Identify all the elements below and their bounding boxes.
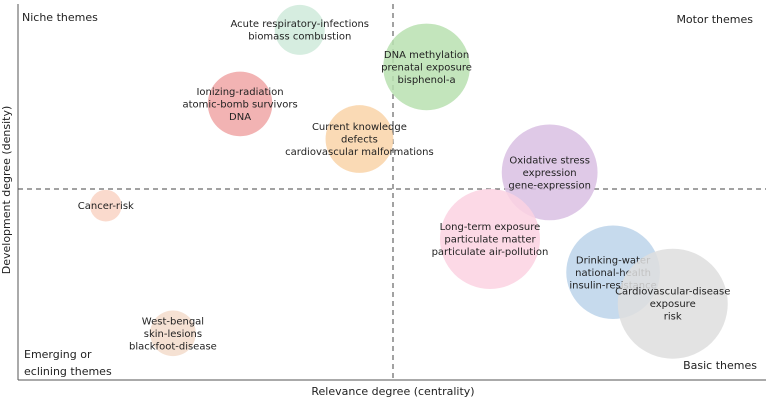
- theme-label-9-2: blackfoot-disease: [129, 341, 217, 352]
- theme-label-1-0: DNA methylation: [384, 50, 469, 61]
- quadrant-label-niche: Niche themes: [22, 11, 98, 24]
- bubbles-layer: Acute respiratory-infections biomass comb…: [78, 4, 730, 359]
- theme-label-0-0: Acute respiratory-infections: [230, 19, 369, 30]
- quadrant-label-motor: Motor themes: [676, 13, 753, 26]
- theme-label-6-1: particulate matter: [444, 234, 536, 245]
- x-axis-title: Relevance degree (centrality): [311, 385, 474, 398]
- theme-label-8-1: exposure: [650, 299, 696, 310]
- theme-label-1-2: bisphenol-a: [397, 75, 455, 86]
- theme-label-4-2: gene-expression: [508, 180, 591, 191]
- theme-label-5-0: Cancer-risk: [78, 201, 134, 212]
- theme-bubble-3: [325, 105, 394, 173]
- theme-label-9-0: West-bengal: [142, 316, 204, 327]
- theme-label-3-2: cardiovascular malformations: [285, 147, 434, 158]
- theme-bubble-5: [89, 189, 122, 222]
- quadrant-label-emerging-line2: eclining themes: [24, 365, 112, 378]
- theme-bubble-6: [439, 188, 541, 289]
- theme-label-0-1: biomass combustion: [248, 32, 351, 43]
- theme-label-2-0: Ionizing-radiation: [196, 87, 283, 98]
- theme-label-7-1: national-health: [575, 268, 651, 279]
- theme-label-8-2: risk: [664, 312, 682, 323]
- theme-label-2-2: DNA: [229, 112, 251, 123]
- theme-label-7-0: Drinking-water: [576, 255, 651, 266]
- theme-bubble-2: [207, 71, 273, 137]
- theme-bubble-0: [274, 4, 325, 55]
- theme-label-6-2: particulate air-pollution: [432, 247, 549, 258]
- theme-label-1-1: prenatal exposure: [381, 62, 472, 73]
- theme-label-7-2: insulin-resistance: [569, 280, 656, 291]
- theme-label-2-1: atomic-bomb survivors: [182, 99, 297, 110]
- theme-label-4-1: expression: [523, 168, 577, 179]
- theme-label-4-0: Oxidative stress: [509, 155, 590, 166]
- quadrant-label-emerging-line1: Emerging or: [24, 348, 92, 361]
- quadrant-label-basic: Basic themes: [683, 359, 757, 372]
- theme-bubble-1: [383, 23, 470, 111]
- theme-bubble-9: [150, 310, 196, 357]
- theme-label-6-0: Long-term exposure: [440, 222, 541, 233]
- theme-label-8-0: Cardiovascular-disease: [615, 287, 730, 298]
- theme-bubble-8: [617, 248, 728, 359]
- theme-label-3-1: defects: [341, 135, 378, 146]
- theme-label-9-1: skin-lesions: [144, 329, 202, 340]
- y-axis-title: Development degree (density): [0, 106, 13, 275]
- theme-label-3-0: Current knowledge: [312, 122, 407, 133]
- theme-bubble-4: [501, 124, 598, 221]
